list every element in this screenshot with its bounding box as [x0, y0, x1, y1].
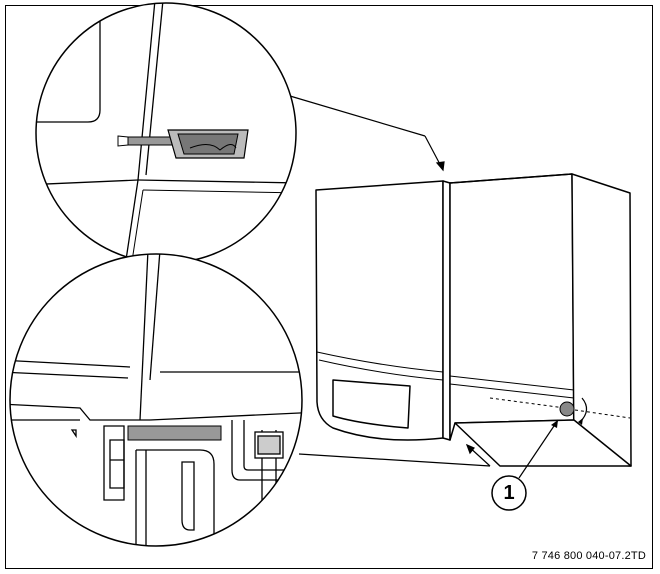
detail-view-top — [35, 2, 297, 264]
boiler-unit — [315, 173, 632, 467]
screw-icon — [559, 401, 575, 417]
screw-detail — [489, 397, 631, 425]
body-line — [449, 375, 575, 391]
callout-1 — [491, 419, 559, 511]
boiler-top-edge — [449, 173, 573, 184]
latch-slot — [127, 425, 222, 441]
boiler-body-front — [449, 173, 575, 441]
body-line-2 — [449, 383, 575, 399]
detail-view-bottom — [9, 253, 303, 547]
control-flap — [332, 379, 411, 429]
panel-curve-lower — [318, 359, 444, 381]
boiler-cover-edge — [442, 180, 451, 441]
document-number: 7 746 800 040-07.2TD — [531, 550, 646, 562]
callout-number: 1 — [503, 482, 515, 504]
boiler-front-cover — [315, 180, 444, 441]
leader-lines — [289, 95, 491, 467]
panel-curve — [316, 351, 444, 373]
